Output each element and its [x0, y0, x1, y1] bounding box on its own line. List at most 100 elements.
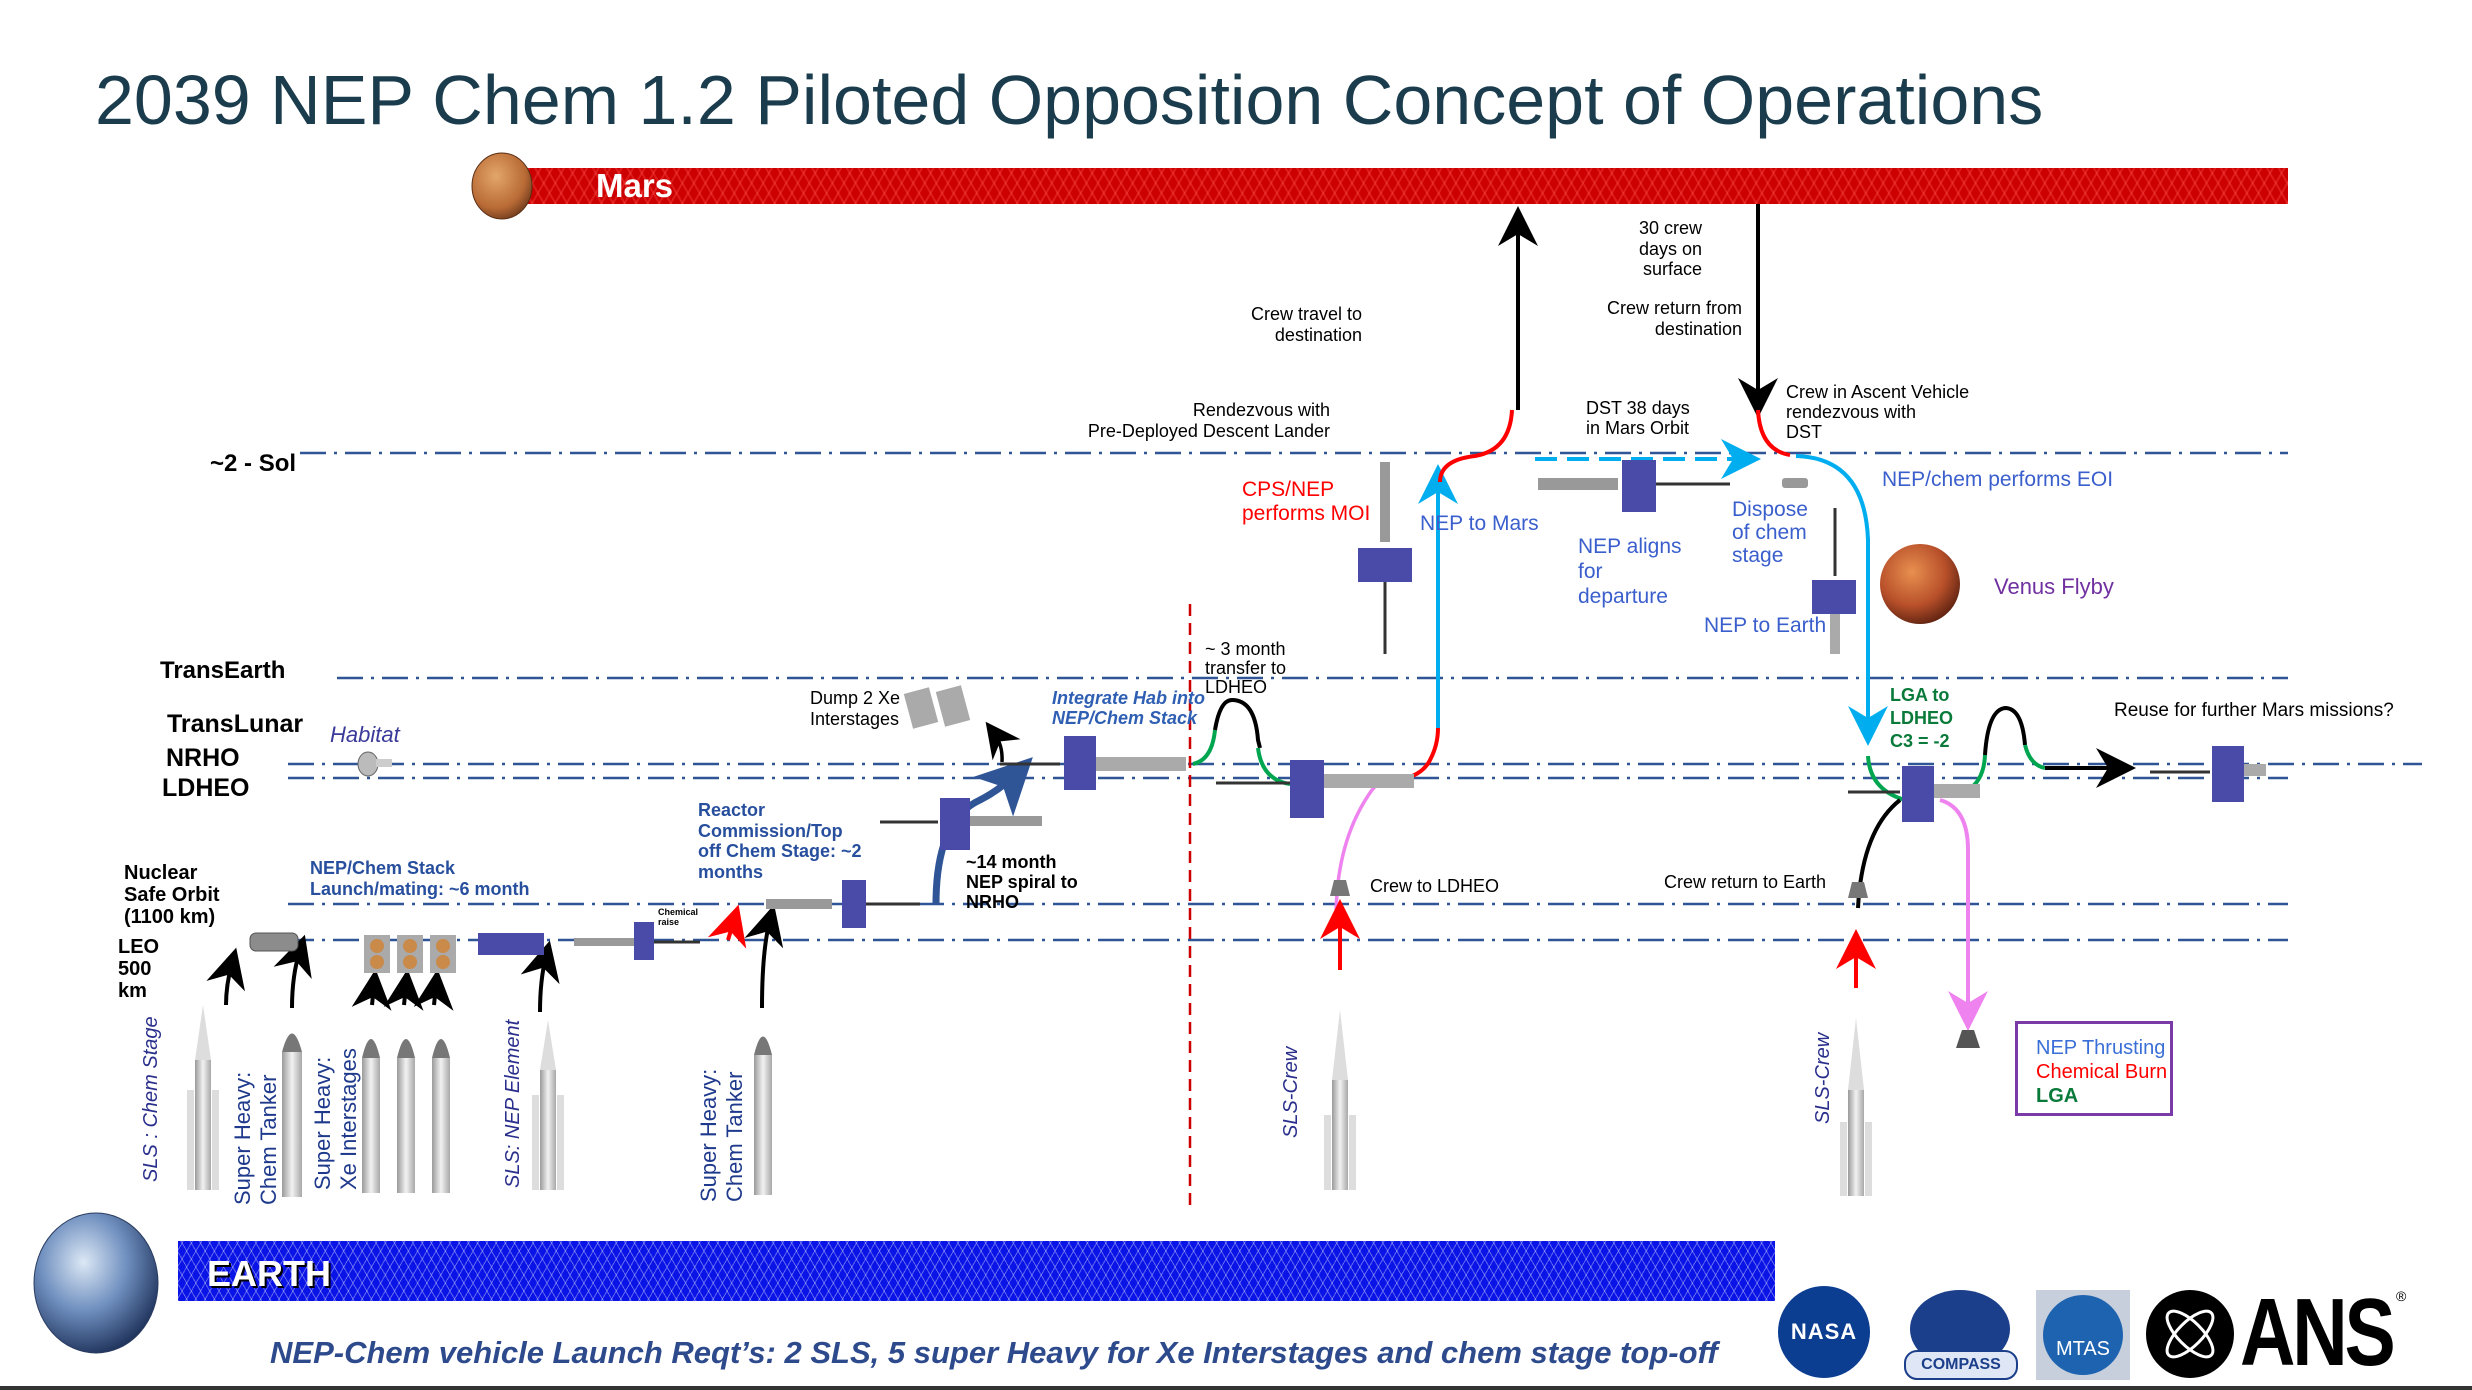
dispose-chem-note: Dispose of chem stage: [1732, 498, 1808, 567]
note-line: Commission/Top: [698, 820, 843, 841]
note-line: NEP/Chem Stack: [1052, 708, 1198, 728]
note-line: DST 38 days: [1586, 398, 1690, 418]
venus-flyby-label: Venus Flyby: [1994, 574, 2114, 599]
rendezvous-lander-note: Rendezvous with Pre-Deployed Descent Lan…: [1082, 400, 1330, 441]
level-label-nuclear-safe: Nuclear Safe Orbit (1100 km): [124, 862, 220, 928]
nep-chem-stack-note: NEP/Chem Stack Launch/mating: ~6 month: [310, 858, 530, 899]
note-line: destination: [1274, 324, 1362, 345]
bottom-rule: [0, 1386, 2472, 1390]
super-heavy-rocket-icon: [282, 1033, 302, 1197]
chemical-raise-arrow: [707, 904, 747, 949]
crew-return-earth-label: Crew return to Earth: [1664, 872, 1827, 892]
crew-to-ldheo-label: Crew to LDHEO: [1370, 876, 1500, 896]
note-line: Pre-Deployed Descent Lander: [1087, 420, 1330, 441]
note-line: Crew return from: [1606, 298, 1742, 318]
sls-nep-element-label: SLS: NEP Element: [502, 1019, 524, 1188]
sls-crew-label: SLS-Crew: [1812, 1032, 1834, 1124]
note-line: Interstages: [810, 708, 900, 729]
sls-chem-stage-label: SLS : Chem Stage: [140, 1016, 162, 1182]
reuse-label: Reuse for further Mars missions?: [2114, 700, 2394, 721]
legend-box: NEP Thrusting Chemical Burn LGA: [2015, 1021, 2173, 1116]
lga-departure-path: [2023, 744, 2046, 770]
ans-logo: ANS ®: [2146, 1279, 2466, 1386]
note-line: Launch/mating: ~6 month: [310, 878, 530, 899]
chem-stage-icon: [1782, 478, 1808, 488]
chem-burn-path: [1385, 727, 1440, 783]
three-month-transfer-note: ~ 3 month transfer to LDHEO: [1205, 640, 1286, 697]
note-line: LGA to: [1890, 685, 1950, 705]
note-line: Integrate Hab into: [1052, 688, 1206, 708]
xe-interstage-icon: [397, 935, 423, 973]
nep-stack-icon: [880, 798, 1042, 850]
mars-band: [520, 168, 2288, 204]
nep-to-earth-path: [1795, 454, 1888, 746]
level-label-sol: ~2 - Sol: [210, 450, 297, 477]
nep-stack-icon: [1216, 760, 1414, 818]
sls-rocket-icon: [1324, 1010, 1356, 1190]
chem-stage-icon: [249, 932, 299, 952]
nasa-logo-text: NASA: [1790, 1319, 1858, 1344]
note-line: Chemical: [658, 907, 699, 917]
earth-globe-icon: [33, 1212, 159, 1354]
launch-arrow: [273, 934, 312, 1009]
note-line: stage: [1732, 544, 1784, 567]
super-heavy-rocket-icon: [754, 1036, 772, 1195]
page-title: 2039 NEP Chem 1.2 Piloted Opposition Con…: [95, 61, 2044, 139]
launch-arrow: [351, 969, 392, 1011]
level-label-line: Safe Orbit: [124, 884, 220, 906]
level-label-line: Nuclear: [124, 862, 198, 884]
crew-travel-note: Crew travel to destination: [1200, 304, 1362, 345]
chemical-raise-note: Chemical raise: [658, 907, 698, 928]
note-line: of chem: [1732, 521, 1807, 544]
note-line: ~ 3 month: [1205, 639, 1286, 659]
note-line: Dump 2 Xe: [810, 688, 901, 708]
note-line: performs MOI: [1242, 502, 1371, 526]
level-label-line: km: [118, 980, 147, 1002]
mtas-logo: MTAS: [2036, 1290, 2130, 1380]
super-heavy-chem-tanker-label: Super Heavy: Chem Tanker: [230, 1072, 282, 1205]
note-line: NEP spiral to: [966, 872, 1078, 892]
lga-transfer-path: [1192, 729, 1217, 766]
launch-arrow: [413, 969, 454, 1011]
crew-capsule-icon: [1848, 882, 1868, 898]
note-line: Reactor: [698, 800, 766, 820]
atom-icon: [2165, 1309, 2215, 1359]
ans-logo-text: ANS: [2240, 1279, 2396, 1386]
note-line: 30 crew: [1638, 218, 1702, 238]
note-line: destination: [1654, 318, 1742, 339]
earth-label: EARTH: [207, 1253, 331, 1294]
dump-interstages-arrow: [985, 721, 1021, 763]
super-heavy-xe-interstages-label: Super Heavy: Xe Interstages: [310, 1048, 362, 1190]
note-line: in Mars Orbit: [1586, 418, 1690, 438]
level-label-translunar: TransLunar: [167, 710, 304, 738]
mtas-logo-text: MTAS: [2055, 1338, 2111, 1360]
nep-element-icon: [478, 933, 544, 955]
label-line: Super Heavy:: [310, 1056, 335, 1190]
lga-arrival-path: [1866, 755, 1906, 802]
note-line: rendezvous with: [1786, 402, 1917, 422]
compass-logo-text: COMPASS: [1904, 1350, 2018, 1380]
crew-return-dest-note: Crew return from destination: [1580, 298, 1742, 339]
dump-xe-note: Dump 2 Xe Interstages: [810, 688, 900, 729]
label-line: Super Heavy:: [230, 1071, 255, 1205]
chem-burn-path: [1438, 409, 1514, 483]
crew-transfer-path: [1334, 777, 1389, 919]
note-line: DST: [1786, 422, 1822, 442]
super-heavy-chem-tanker-label: Super Heavy: Chem Tanker: [696, 1069, 748, 1202]
nep-stack-icon: [1000, 736, 1186, 790]
compass-logo: COMPASS: [1902, 1290, 2020, 1382]
note-line: Rendezvous with: [1192, 400, 1330, 420]
capsule-dispose-path: [1939, 798, 1988, 1031]
level-label-line: 500: [118, 958, 152, 980]
note-line: LDHEO: [1205, 677, 1268, 697]
crew-capsule-icon: [1330, 880, 1350, 896]
super-heavy-rocket-icon: [362, 1039, 380, 1193]
note-line: NEP aligns: [1578, 535, 1682, 558]
note-line: Crew travel to: [1250, 304, 1362, 324]
crew-ascent-note: Crew in Ascent Vehicle rendezvous with D…: [1786, 382, 1969, 442]
note-line: NEP/Chem Stack: [310, 858, 456, 878]
reactor-commission-note: Reactor Commission/Top off Chem Stage: ~…: [698, 800, 862, 883]
nep-stack-icon: [1812, 508, 1856, 654]
level-label-nrho: NRHO: [166, 744, 240, 772]
